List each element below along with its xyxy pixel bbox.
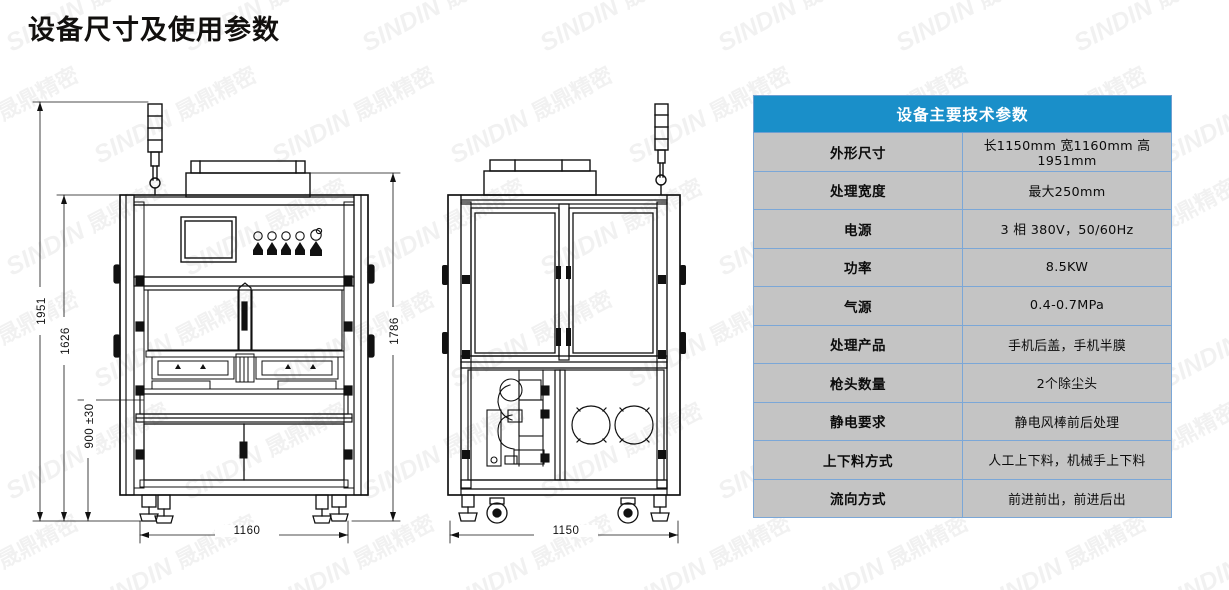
spec-row-key: 电源 [753, 209, 963, 249]
spec-table-row: 流向方式前进前出，前进后出 [753, 478, 1172, 518]
spec-row-key: 外形尺寸 [753, 132, 963, 172]
spec-row-key: 处理产品 [753, 324, 963, 364]
watermark-text: SINDIN 晟鼎精密 [891, 0, 1062, 58]
watermark-text: SINDIN 晟鼎精密 [1157, 552, 1229, 590]
spec-row-key: 枪头数量 [753, 363, 963, 403]
spec-row-key: 气源 [753, 286, 963, 326]
watermark-text: SINDIN 晟鼎精密 [979, 510, 1151, 590]
spec-row-key: 功率 [753, 247, 963, 287]
dim-label-1626: 1626 [60, 317, 72, 365]
technical-drawing: 1951 1626 900 ±30 1160 1786 1150 [0, 70, 740, 570]
spec-row-value: 长1150mm 宽1160mm 高1951mm [962, 132, 1172, 172]
spec-table-row: 静电要求静电风棒前后处理 [753, 401, 1172, 441]
spec-row-value: 8.5KW [962, 247, 1172, 287]
spec-row-value: 2个除尘头 [962, 363, 1172, 403]
page-title: 设备尺寸及使用参数 [28, 15, 280, 46]
spec-row-key: 处理宽度 [753, 170, 963, 210]
drawing-svg [32, 101, 686, 544]
spec-row-value: 3 相 380V，50/60Hz [962, 209, 1172, 249]
spec-row-value: 0.4-0.7MPa [962, 286, 1172, 326]
watermark-text: SINDIN 晟鼎精密 [801, 510, 973, 590]
side-view-group [442, 103, 686, 544]
dim-label-1160: 1160 [215, 525, 279, 537]
spec-row-value: 最大250mm [962, 170, 1172, 210]
spec-row-key: 上下料方式 [753, 440, 963, 480]
spec-row-key: 静电要求 [753, 401, 963, 441]
spec-table-row: 处理产品手机后盖，手机半膜 [753, 324, 1172, 364]
spec-table-row: 处理宽度最大250mm [753, 170, 1172, 210]
dim-label-1150: 1150 [534, 525, 598, 537]
spec-table-row: 上下料方式人工上下料，机械手上下料 [753, 440, 1172, 480]
spec-row-value: 人工上下料，机械手上下料 [962, 440, 1172, 480]
spec-row-value: 前进前出，前进后出 [962, 478, 1172, 518]
dim-label-1786: 1786 [389, 307, 401, 355]
watermark-text: SINDIN 晟鼎精密 [1069, 0, 1229, 58]
spec-table-title: 设备主要技术参数 [753, 95, 1172, 133]
watermark-text: SINDIN 晟鼎精密 [357, 0, 528, 58]
spec-table-row: 外形尺寸长1150mm 宽1160mm 高1951mm [753, 132, 1172, 172]
front-view-group [32, 101, 401, 544]
watermark-text: SINDIN 晟鼎精密 [713, 0, 884, 58]
spec-row-value: 静电风棒前后处理 [962, 401, 1172, 441]
watermark-text: SINDIN 晟鼎精密 [535, 0, 706, 58]
spec-row-key: 流向方式 [753, 478, 963, 518]
spec-table-header-row: 设备主要技术参数 [753, 95, 1172, 133]
dim-label-1951: 1951 [36, 287, 48, 335]
dim-label-900: 900 ±30 [84, 394, 96, 458]
spec-row-value: 手机后盖，手机半膜 [962, 324, 1172, 364]
